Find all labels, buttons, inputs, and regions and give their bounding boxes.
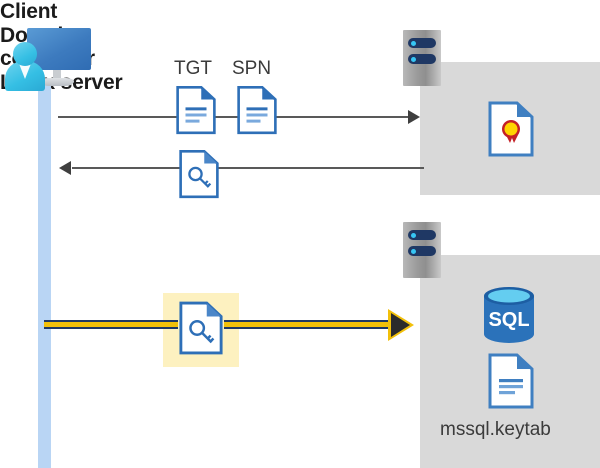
monitor-base [40, 78, 74, 86]
server-led-1 [411, 40, 416, 46]
server-led-2 [411, 248, 416, 254]
client-lifeline [38, 84, 51, 468]
server-led-1 [411, 232, 416, 238]
request-arrow-line [58, 116, 413, 118]
monitor-screen [27, 28, 91, 70]
key-document-icon [178, 300, 224, 356]
server-rack-icon [403, 30, 441, 86]
server-led-2 [411, 56, 416, 62]
response-arrow-head [59, 161, 71, 175]
service-ticket-arrow-head [391, 313, 410, 337]
server-bay-2 [408, 246, 436, 256]
svg-text:SQL: SQL [488, 309, 529, 331]
tgt-label: TGT [174, 58, 212, 79]
client-title: Client [0, 0, 58, 23]
tgt-document-icon [175, 84, 217, 136]
sql-database-icon: SQL [480, 284, 538, 346]
server-bay-2 [408, 54, 436, 64]
service-ticket-arrow-line-left [44, 320, 178, 329]
service-ticket-arrow-line-right [224, 320, 396, 329]
server-rack-icon [403, 222, 441, 278]
user-computer-icon [5, 28, 93, 98]
server-bay-1 [408, 38, 436, 48]
spn-document-icon [236, 84, 278, 136]
spn-label: SPN [232, 58, 272, 79]
certificate-document-icon [487, 100, 535, 158]
request-arrow-head [408, 110, 420, 124]
person-head [13, 42, 37, 66]
server-bay-1 [408, 230, 436, 240]
monitor-neck [53, 70, 61, 79]
keytab-filename-label: mssql.keytab [440, 419, 551, 440]
response-arrow-line [72, 167, 424, 169]
key-document-icon [178, 148, 220, 200]
keytab-document-icon [487, 352, 535, 410]
